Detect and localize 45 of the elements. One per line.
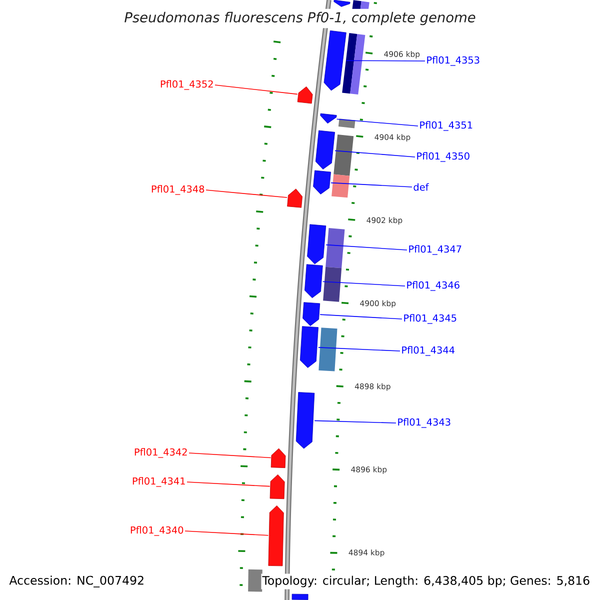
leader-line: [326, 244, 408, 250]
footer-text: Accession: NC_007492: [9, 576, 144, 588]
gene-block: [315, 130, 335, 170]
gene-label: Pfl01_4353: [427, 56, 480, 66]
leader-line: [334, 150, 416, 158]
gene-block: [297, 86, 313, 104]
gene-label: Pfl01_4340: [130, 526, 184, 536]
gene-block: [270, 448, 286, 468]
leader-line: [314, 420, 396, 424]
gene-label: Pfl01_4350: [417, 152, 470, 162]
gene-label: Pfl01_4351: [420, 121, 472, 131]
gene-block: [324, 30, 346, 91]
leader-line: [184, 530, 269, 536]
gene-block: [296, 392, 315, 449]
leader-line: [186, 482, 270, 487]
leader-line: [320, 314, 402, 320]
gene-block: [307, 224, 326, 264]
gene-block: [302, 302, 320, 326]
leader-line: [206, 190, 288, 198]
gene-block: [313, 170, 331, 194]
gene-label: Pfl01_4352: [160, 80, 213, 90]
gene-block: [304, 264, 323, 298]
leader-line: [214, 84, 298, 95]
gene-label: Pfl01_4345: [404, 314, 456, 324]
gene-label: Pfl01_4347: [409, 245, 462, 255]
leader-line: [322, 281, 406, 286]
gene-block: [320, 113, 337, 124]
gene-label: Pfl01_4342: [134, 448, 187, 458]
gene-block: [268, 505, 284, 566]
gene-label: Pfl01_4343: [398, 418, 450, 428]
leader-line: [330, 182, 412, 188]
gene-block: [270, 474, 285, 500]
footer-text: Topology: circular; Length: 6,438,405 bp; Genes: 5,816: [261, 574, 592, 590]
leader-line: [336, 118, 418, 126]
leader-line: [346, 60, 426, 62]
gene-block: [287, 188, 302, 208]
leader-line: [318, 347, 400, 352]
gene-block: [300, 326, 318, 368]
gene-label: Pfl01_4346: [407, 281, 460, 291]
gene-label: Pfl01_4348: [152, 185, 204, 195]
gene-label: Pfl01_4344: [402, 346, 454, 356]
gene-label: def: [414, 183, 429, 191]
leader-line: [188, 452, 272, 458]
title: Pseudomonas fluorescens Pf0-1, complete genome: [120, 8, 480, 28]
gene-label: Pfl01_4341: [132, 477, 185, 487]
